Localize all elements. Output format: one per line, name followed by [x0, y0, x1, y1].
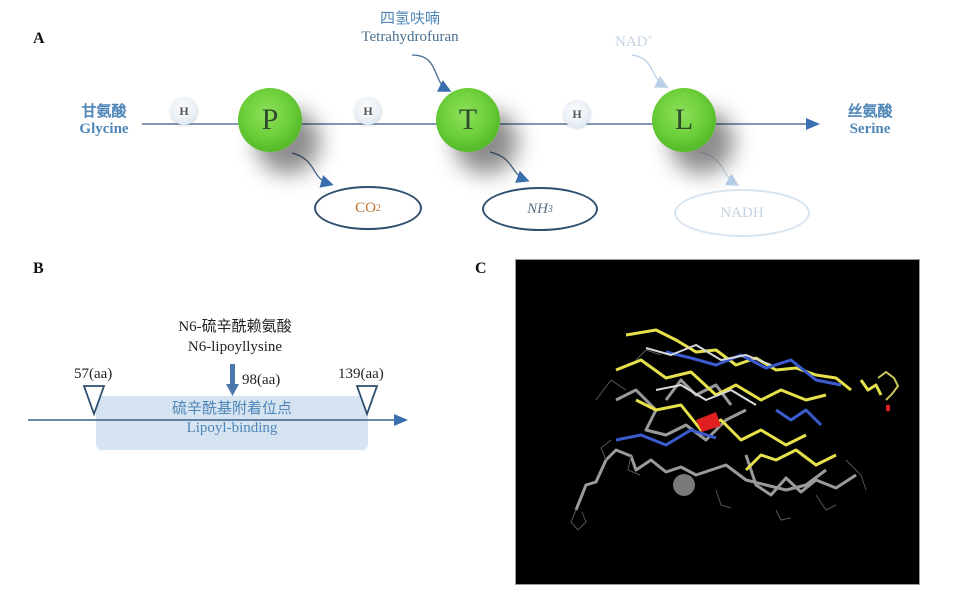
protein-structure-render [570, 328, 900, 531]
glycine-zh: 甘氨酸 [81, 104, 127, 120]
thf-zh: 四氢呋喃 [379, 11, 440, 27]
domain-en: Lipoyl-binding [186, 419, 278, 436]
domain-zh: 硫辛酰基附着位点 [171, 401, 292, 417]
site-139-marker [355, 385, 379, 417]
domain-label: 硫辛酰基附着位点 Lipoyl-binding [96, 400, 368, 438]
pathway-arrowhead [806, 118, 820, 130]
cofactor-thf: 四氢呋喃 Tetrahydrofuran [330, 10, 490, 46]
nh3-sub: 3 [547, 203, 553, 215]
site-98-arrow-shaft [230, 364, 235, 386]
h-protein-1: H [170, 97, 198, 125]
co2-sub: 2 [375, 202, 381, 214]
lipoyl-domain-box [96, 396, 368, 450]
co2-arrow [291, 152, 334, 188]
site-139-label: 139(aa) [338, 366, 384, 382]
yellow-backbone [615, 328, 883, 472]
nadh-oval: NADH [674, 189, 810, 237]
serine-zh: 丝氨酸 [847, 104, 893, 120]
start-substrate: 甘氨酸 Glycine [64, 104, 144, 139]
serine-en: Serine [849, 121, 891, 138]
h-protein-3: H [563, 100, 591, 128]
nadh-text: NADH [720, 204, 764, 221]
ligand-sticks [877, 370, 900, 401]
thf-en: Tetrahydrofuran [361, 29, 459, 45]
modification-en: N6-lipoyllysine [187, 338, 283, 355]
t-protein-sphere: T [436, 88, 500, 152]
site-98-label: 98(aa) [242, 372, 281, 388]
panel-a-label: A [33, 30, 45, 47]
white-trace [645, 344, 772, 406]
panel-b-label: B [33, 260, 44, 277]
panel-c-label: C [475, 260, 487, 277]
thin-sidechains [570, 349, 867, 531]
site-98-arrowhead [226, 384, 239, 396]
nad-text: NAD [615, 34, 648, 50]
nadh-arrow [699, 151, 740, 186]
modification-zh: N6-硫辛酰赖氨酸 [178, 319, 292, 335]
site-57-marker [82, 385, 106, 417]
sequence-arrowhead [394, 414, 408, 426]
site-57-label: 57(aa) [74, 366, 113, 382]
co2-text: CO [355, 199, 376, 216]
end-product: 丝氨酸 Serine [830, 104, 910, 139]
blue-backbone [615, 350, 842, 447]
h-protein-2: H [354, 97, 382, 125]
nad-arrow [631, 54, 669, 88]
metal-ion-sphere [673, 474, 695, 496]
p-protein-sphere: P [238, 88, 302, 152]
red-highlight [696, 405, 890, 432]
protein-structure-image [515, 259, 920, 585]
nh3-text: NH [527, 200, 548, 217]
nad-plus-label: NAD+ [615, 32, 653, 51]
nh3-arrow [489, 151, 530, 183]
l-protein-sphere: L [652, 88, 716, 152]
glycine-en: Glycine [79, 121, 129, 138]
modification-label: N6-硫辛酰赖氨酸 N6-lipoyllysine [140, 318, 330, 357]
thf-arrow [411, 54, 452, 92]
panel-b-track [28, 364, 408, 426]
nad-sup: + [647, 32, 653, 42]
